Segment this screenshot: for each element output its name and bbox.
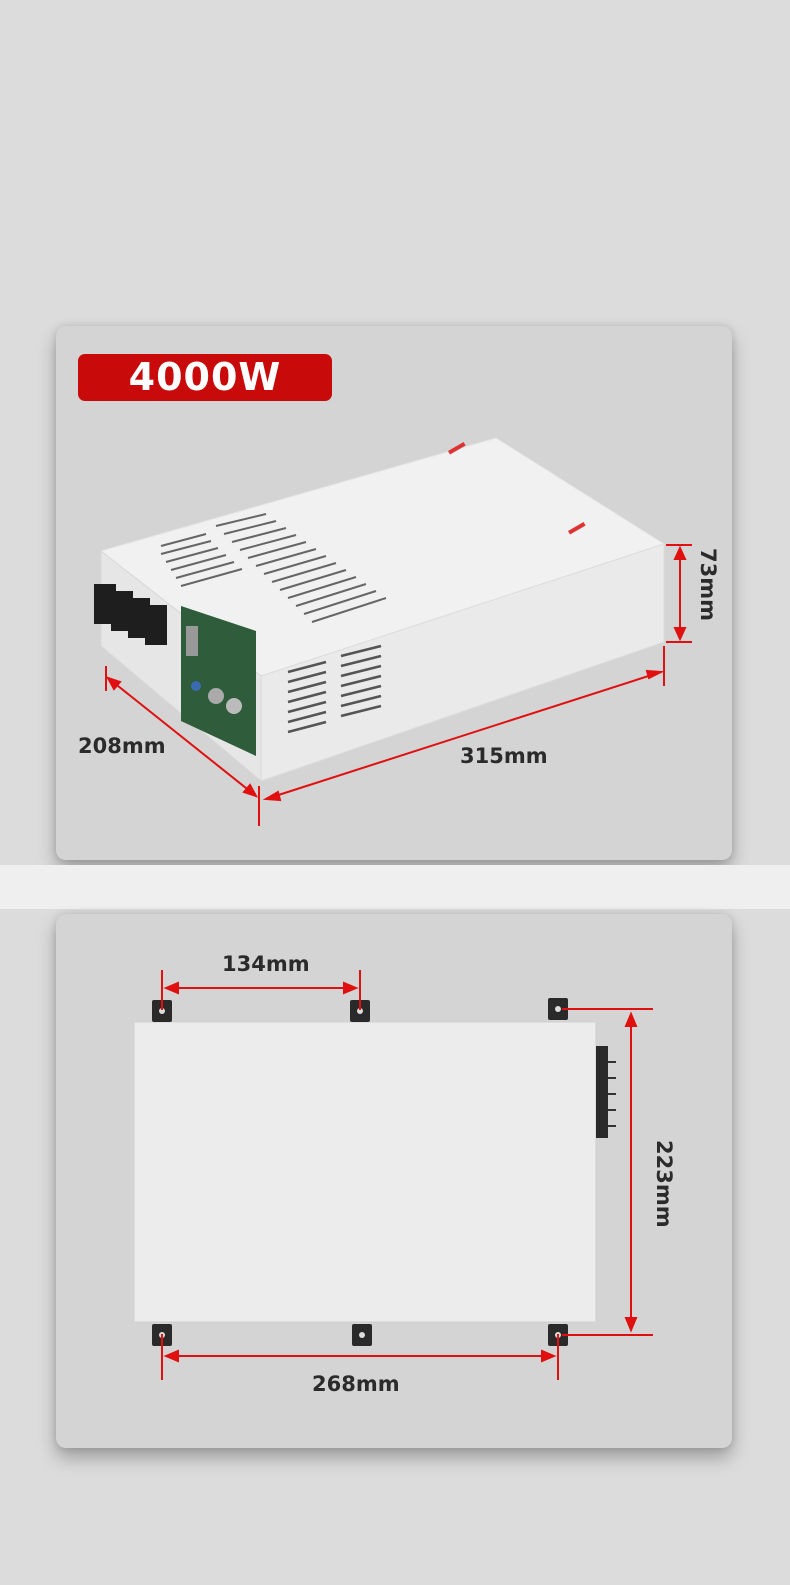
depth-dimension-label: 208mm: [78, 734, 166, 758]
length-dimension-label: 315mm: [460, 744, 548, 768]
power-rating-badge: 4000W: [78, 354, 332, 401]
section-separator: [0, 865, 790, 909]
isometric-view-card: 4000W: [56, 326, 732, 860]
power-supply-3d-illustration: [94, 437, 692, 826]
top-hole-spacing-label: 134mm: [222, 952, 310, 976]
vertical-hole-spacing-label: 223mm: [652, 1140, 676, 1228]
top-background: [0, 0, 790, 320]
terminal-block: [94, 584, 167, 645]
warning-label-icon: [448, 442, 586, 535]
terminal-strip: [596, 1046, 608, 1138]
top-view-card: 134mm 268mm 223mm: [56, 914, 732, 1448]
bottom-hole-spacing-label: 268mm: [312, 1372, 400, 1396]
power-supply-top-view: [133, 970, 653, 1380]
height-dimension-label: 73mm: [696, 548, 720, 621]
